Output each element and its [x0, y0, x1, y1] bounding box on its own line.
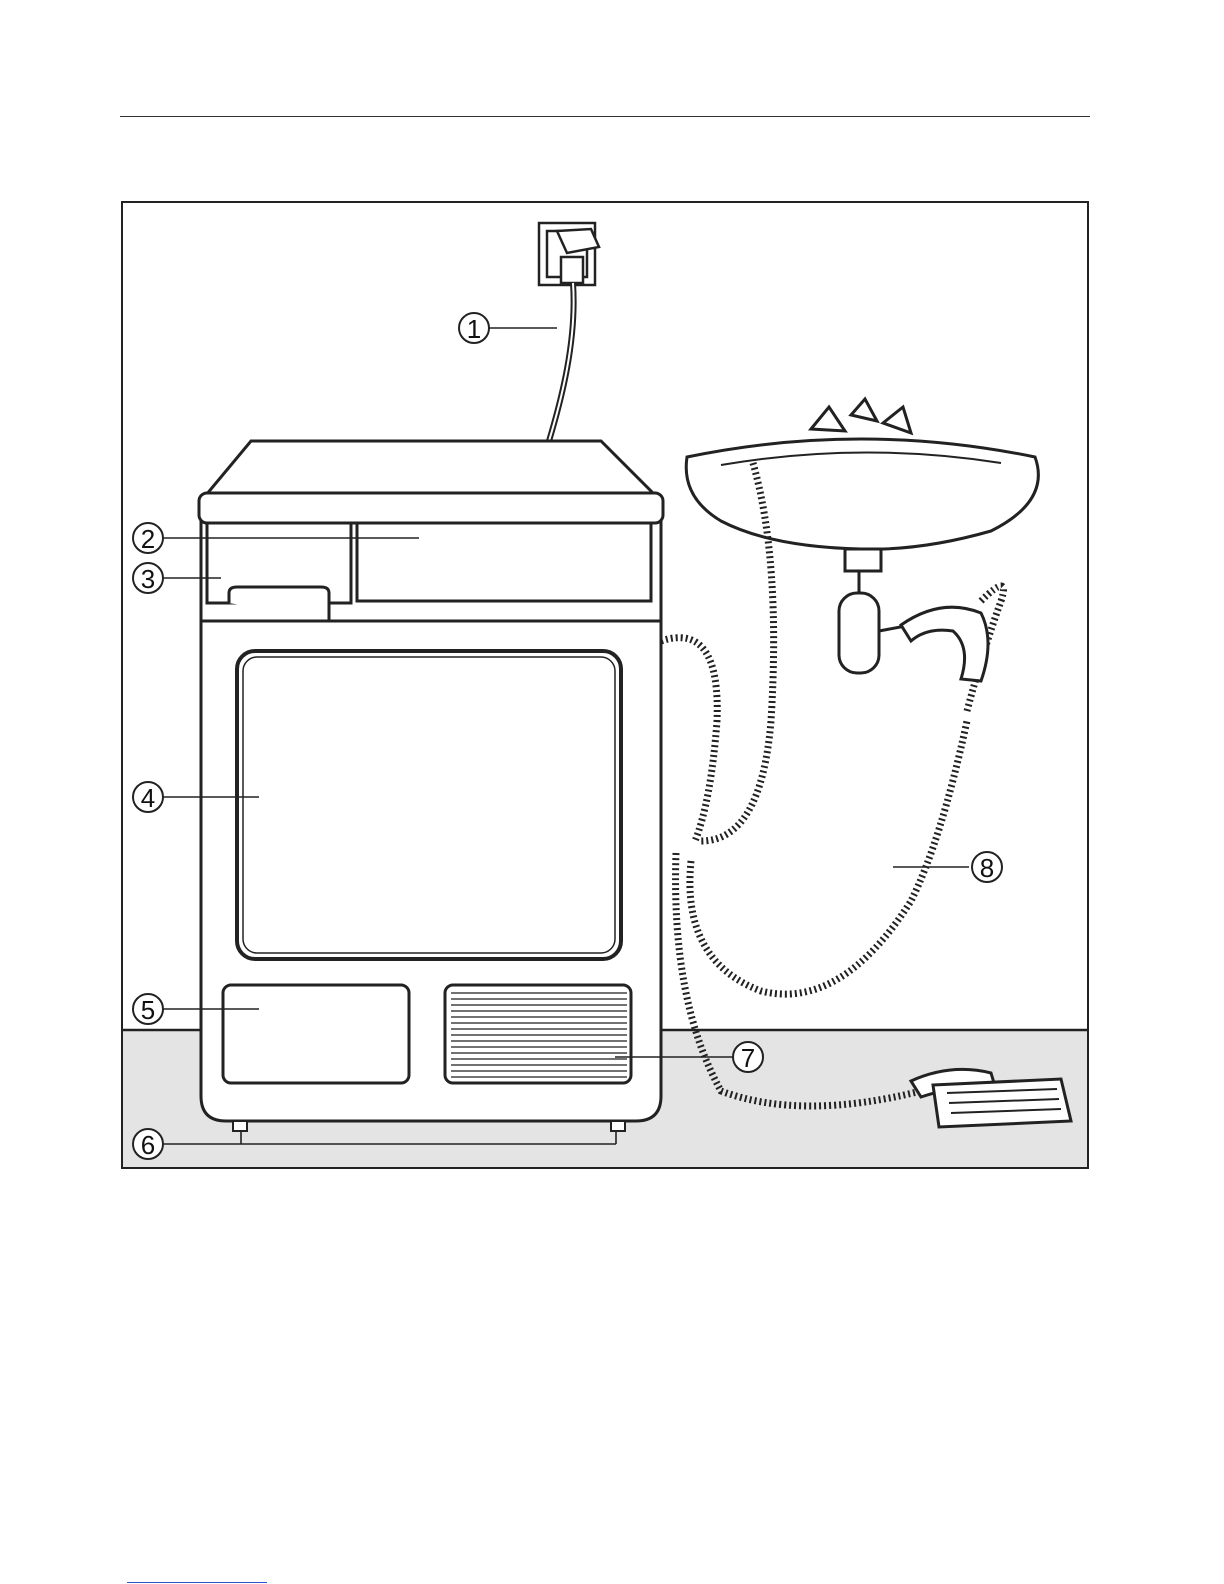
- callout-6-label: 6: [141, 1130, 155, 1160]
- wall-socket: [539, 223, 599, 285]
- callout-6: 6: [133, 1129, 163, 1160]
- callout-1: 1: [459, 313, 489, 344]
- footer-link-rule: [127, 1582, 267, 1583]
- appliance-illustration: 1 2 3 4 5 6 7 8: [121, 201, 1089, 1169]
- dryer: [199, 441, 663, 1121]
- air-grille-slats: [451, 993, 627, 1077]
- callout-2: 2: [133, 523, 163, 554]
- callout-5: 5: [133, 994, 163, 1025]
- callout-2-label: 2: [141, 524, 155, 554]
- illustration-svg: 1 2 3 4 5 6 7 8: [121, 201, 1089, 1169]
- callout-3-label: 3: [141, 564, 155, 594]
- callout-7: 7: [733, 1042, 763, 1073]
- callout-7-label: 7: [741, 1043, 755, 1073]
- callout-4: 4: [133, 782, 163, 813]
- header-rule: [120, 116, 1090, 117]
- callout-1-label: 1: [467, 314, 481, 344]
- callout-8: 8: [972, 852, 1002, 883]
- callout-8-label: 8: [980, 853, 994, 883]
- callout-4-label: 4: [141, 783, 155, 813]
- callout-3: 3: [133, 563, 163, 594]
- callout-5-label: 5: [141, 995, 155, 1025]
